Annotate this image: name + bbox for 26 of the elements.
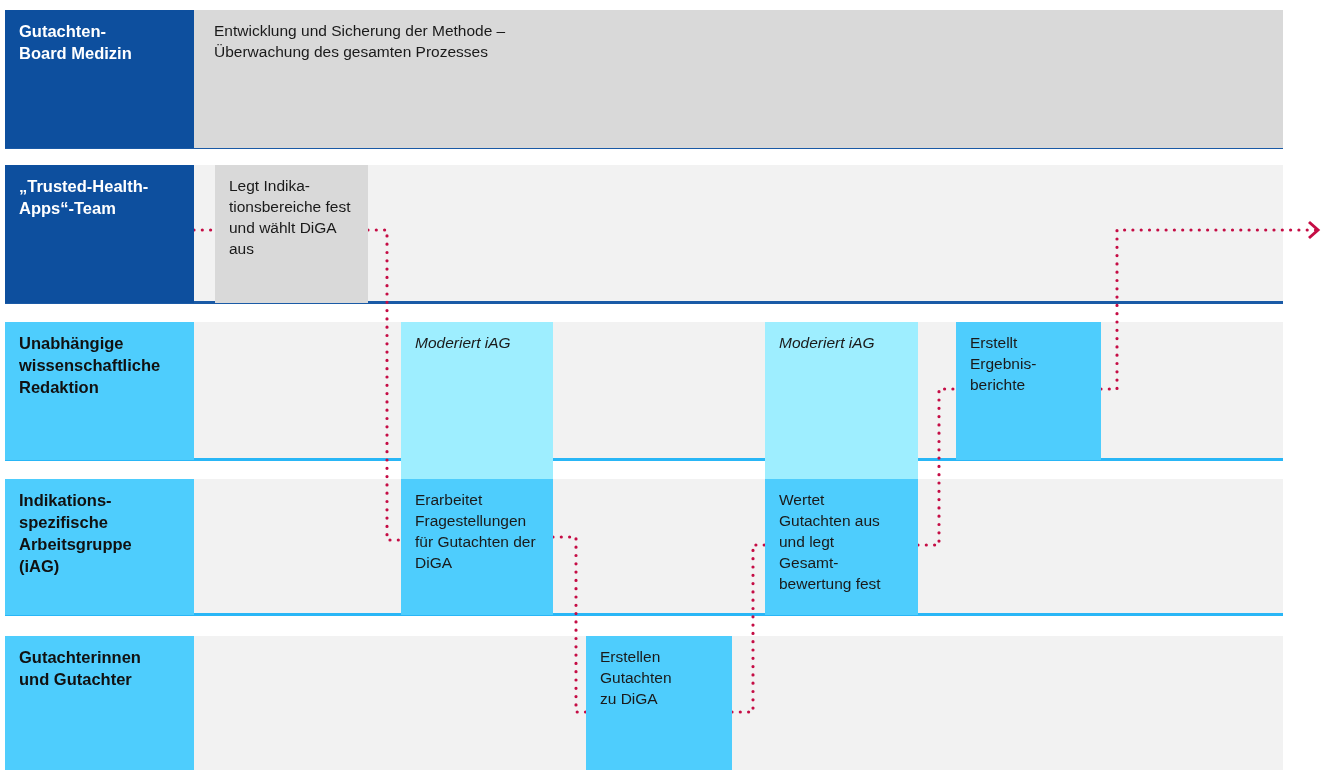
lane-title: Gutachterinnen und Gutachter <box>19 647 142 690</box>
lane-header <box>5 322 194 460</box>
lane-header <box>5 165 194 303</box>
lane-title: Gutachten-Board Medizin <box>19 21 133 64</box>
lane-header <box>5 10 194 148</box>
process-box <box>586 636 732 770</box>
box-text: Legt Indika-tionsbereiche fest und wählt DiGA aus <box>229 176 352 259</box>
moderation-box <box>401 322 553 479</box>
lane-title: Unabhängige wissenschaftliche Redaktion <box>19 333 162 398</box>
process-box <box>765 479 918 615</box>
box-text: Entwicklung und Sicherung der Methode – Überwachung des gesamten Prozesses <box>214 21 507 62</box>
lane-title: Indikations-spezifische Arbeitsgruppe (iAG) <box>19 490 133 577</box>
box-text: Erstellt Ergebnis-berichte <box>970 333 1038 395</box>
box-text: Moderiert iAG <box>779 333 876 353</box>
process-box <box>956 322 1101 460</box>
box-text: Erarbeitet Fragestellungen für Gutachten der DiGA <box>415 490 537 573</box>
box-text: Wertet Gutachten aus und legt Gesamt-bewertung fest <box>779 490 882 594</box>
lane-panel <box>194 10 1283 148</box>
moderation-box <box>765 322 918 479</box>
box-text: Erstellen Gutachten zu DiGA <box>600 647 673 709</box>
lane-title: „Trusted-Health-Apps“-Team <box>19 176 150 219</box>
box-text: Moderiert iAG <box>415 333 512 353</box>
lane-header <box>5 636 194 770</box>
process-box <box>215 165 368 303</box>
lane-header <box>5 479 194 615</box>
process-box <box>401 479 553 615</box>
